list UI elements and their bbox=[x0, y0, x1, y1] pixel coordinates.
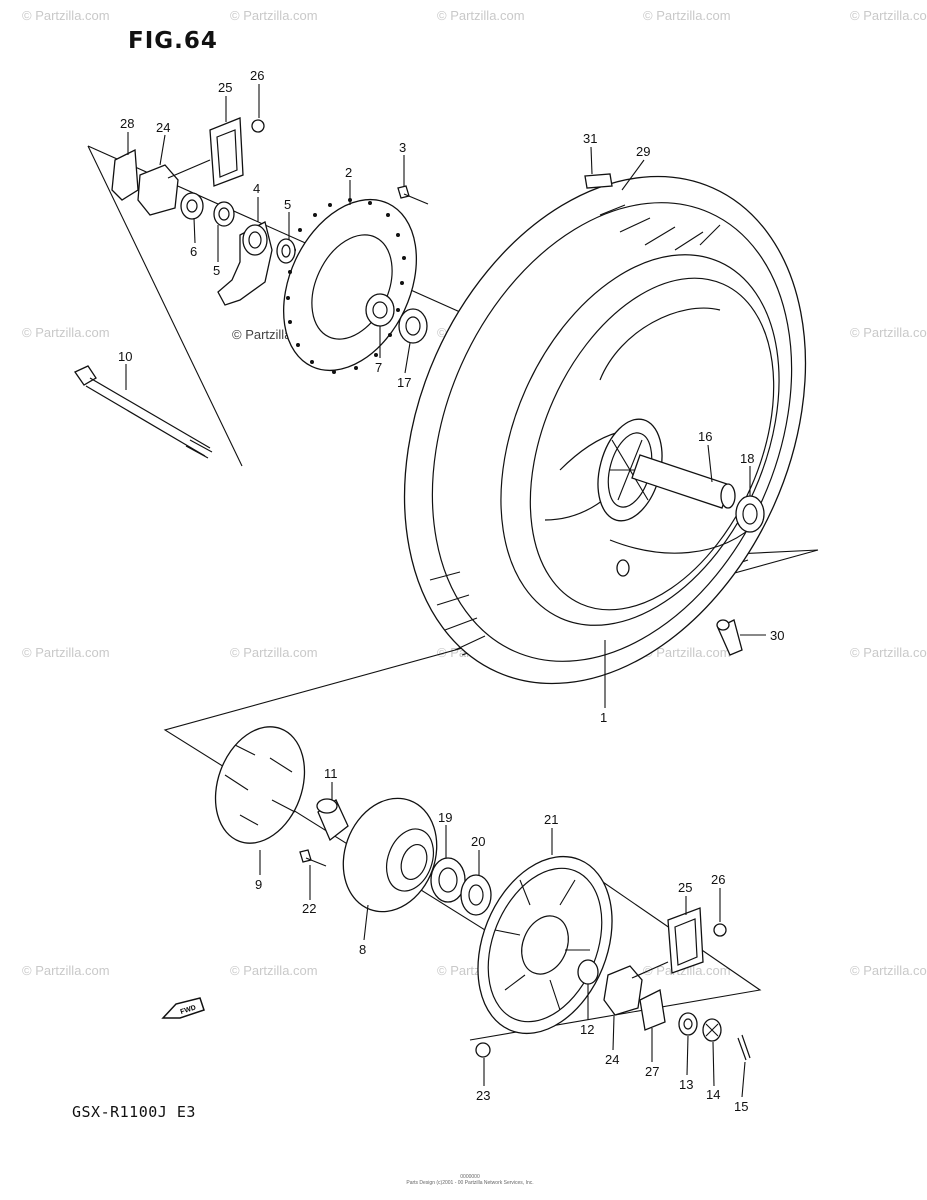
callout-30: 30 bbox=[770, 628, 784, 643]
callout-26: 26 bbox=[711, 872, 725, 887]
collar-12 bbox=[577, 959, 599, 985]
watermark: © Partzilla.com bbox=[230, 963, 318, 978]
callout-3: 3 bbox=[399, 140, 406, 155]
callout-31: 31 bbox=[583, 131, 597, 146]
watermark: © Partzilla.com bbox=[22, 645, 110, 660]
watermark: © Partzilla.com bbox=[22, 963, 110, 978]
watermark: © Partzilla.com bbox=[437, 8, 525, 23]
callout-26: 26 bbox=[250, 68, 264, 83]
callout-27: 27 bbox=[645, 1064, 659, 1079]
adjuster-plate-28 bbox=[111, 148, 139, 201]
valve-30 bbox=[716, 619, 743, 656]
footer-credit: 0000000 Parts Design (c)2001 - 00 Partzi… bbox=[400, 1174, 540, 1186]
callout-25: 25 bbox=[218, 80, 232, 95]
watermark: © Partzilla.com bbox=[850, 8, 927, 23]
bolt-22 bbox=[299, 849, 327, 867]
callout-19: 19 bbox=[438, 810, 452, 825]
nut-23 bbox=[475, 1042, 491, 1058]
rear-sprocket-21 bbox=[477, 855, 613, 1035]
axle-10 bbox=[74, 365, 213, 459]
callout-2: 2 bbox=[345, 165, 352, 180]
damper-9 bbox=[214, 726, 306, 844]
callout-13: 13 bbox=[679, 1077, 693, 1092]
chain-adjuster-24-bottom bbox=[603, 961, 669, 1016]
callout-18: 18 bbox=[740, 451, 754, 466]
watermark: © Partzilla.com bbox=[643, 8, 731, 23]
nut-14 bbox=[702, 1018, 722, 1042]
nut-26-bottom bbox=[713, 923, 727, 937]
callout-4: 4 bbox=[253, 181, 260, 196]
figure-title: FIG.64 bbox=[128, 28, 218, 54]
spacer-5 bbox=[213, 201, 296, 264]
sprocket-hub-8 bbox=[342, 797, 438, 913]
bearing-17 bbox=[398, 308, 428, 344]
callout-12: 12 bbox=[580, 1022, 594, 1037]
seal-20 bbox=[460, 874, 492, 916]
watermark: © Partzilla.com bbox=[22, 8, 110, 23]
collar-7 bbox=[365, 293, 395, 327]
watermark: © Partzilla.com bbox=[643, 963, 731, 978]
callout-8: 8 bbox=[359, 942, 366, 957]
footer-code: 0000000 bbox=[460, 1174, 480, 1180]
guide-line bbox=[87, 145, 243, 467]
brake-disc-2 bbox=[282, 198, 418, 374]
callout-24: 24 bbox=[605, 1052, 619, 1067]
callout-15: 15 bbox=[734, 1099, 748, 1114]
watermark: © Partzilla.com bbox=[850, 645, 927, 660]
callout-7: 7 bbox=[375, 360, 382, 375]
nut-26-top bbox=[251, 119, 265, 133]
cover-25-top bbox=[209, 117, 244, 187]
callout-25: 25 bbox=[678, 880, 692, 895]
model-code: GSX-R1100J E3 bbox=[72, 1103, 196, 1121]
callout-6: 6 bbox=[190, 244, 197, 259]
cotter-pin-15 bbox=[737, 1034, 751, 1061]
watermark: © Partzilla.com bbox=[643, 645, 731, 660]
callout-16: 16 bbox=[698, 429, 712, 444]
balance-weight-31 bbox=[584, 173, 613, 189]
callout-5: 5 bbox=[213, 263, 220, 278]
fwd-label: FWD bbox=[180, 1004, 197, 1016]
watermark: © Partzilla.com bbox=[230, 8, 318, 23]
callout-23: 23 bbox=[476, 1088, 490, 1103]
washer-13 bbox=[678, 1012, 698, 1036]
adjuster-plate-27 bbox=[639, 989, 666, 1031]
rear-wheel-tire bbox=[403, 175, 807, 685]
callout-9: 9 bbox=[255, 877, 262, 892]
caliper-bracket-4 bbox=[217, 221, 273, 306]
bearing-18 bbox=[735, 495, 765, 533]
bolt-3 bbox=[397, 185, 429, 205]
leader-lines bbox=[125, 84, 766, 1098]
collar-11 bbox=[316, 798, 349, 842]
callout-11: 11 bbox=[324, 766, 338, 781]
watermark: © Partzilla.com bbox=[22, 325, 110, 340]
callout-5: 5 bbox=[284, 197, 291, 212]
callout-14: 14 bbox=[706, 1087, 720, 1102]
collar-6 bbox=[180, 192, 204, 220]
watermark: © Partzilla.com bbox=[230, 645, 318, 660]
watermark: © Partzilla.com bbox=[850, 963, 927, 978]
cover-25-bottom bbox=[667, 907, 704, 974]
callout-21: 21 bbox=[544, 812, 558, 827]
callout-29: 29 bbox=[636, 144, 650, 159]
callout-labels: 1 2 3 4 5 5 6 7 8 9 10 11 12 13 14 15 16… bbox=[118, 68, 784, 1114]
watermark: © Partzilla.com bbox=[850, 325, 927, 340]
callout-1: 1 bbox=[600, 710, 607, 725]
chain-adjuster-24-top bbox=[137, 159, 211, 216]
guide-line bbox=[469, 879, 762, 1041]
bearing-19 bbox=[430, 857, 466, 903]
callout-24: 24 bbox=[156, 120, 170, 135]
callout-28: 28 bbox=[120, 116, 134, 131]
callout-17: 17 bbox=[397, 375, 411, 390]
callout-22: 22 bbox=[302, 901, 316, 916]
forward-arrow-icon: FWD bbox=[161, 997, 205, 1019]
callout-20: 20 bbox=[471, 834, 485, 849]
footer-copyright: Parts Design (c)2001 - 00 Partzilla Netw… bbox=[406, 1180, 534, 1186]
callout-10: 10 bbox=[118, 349, 132, 364]
